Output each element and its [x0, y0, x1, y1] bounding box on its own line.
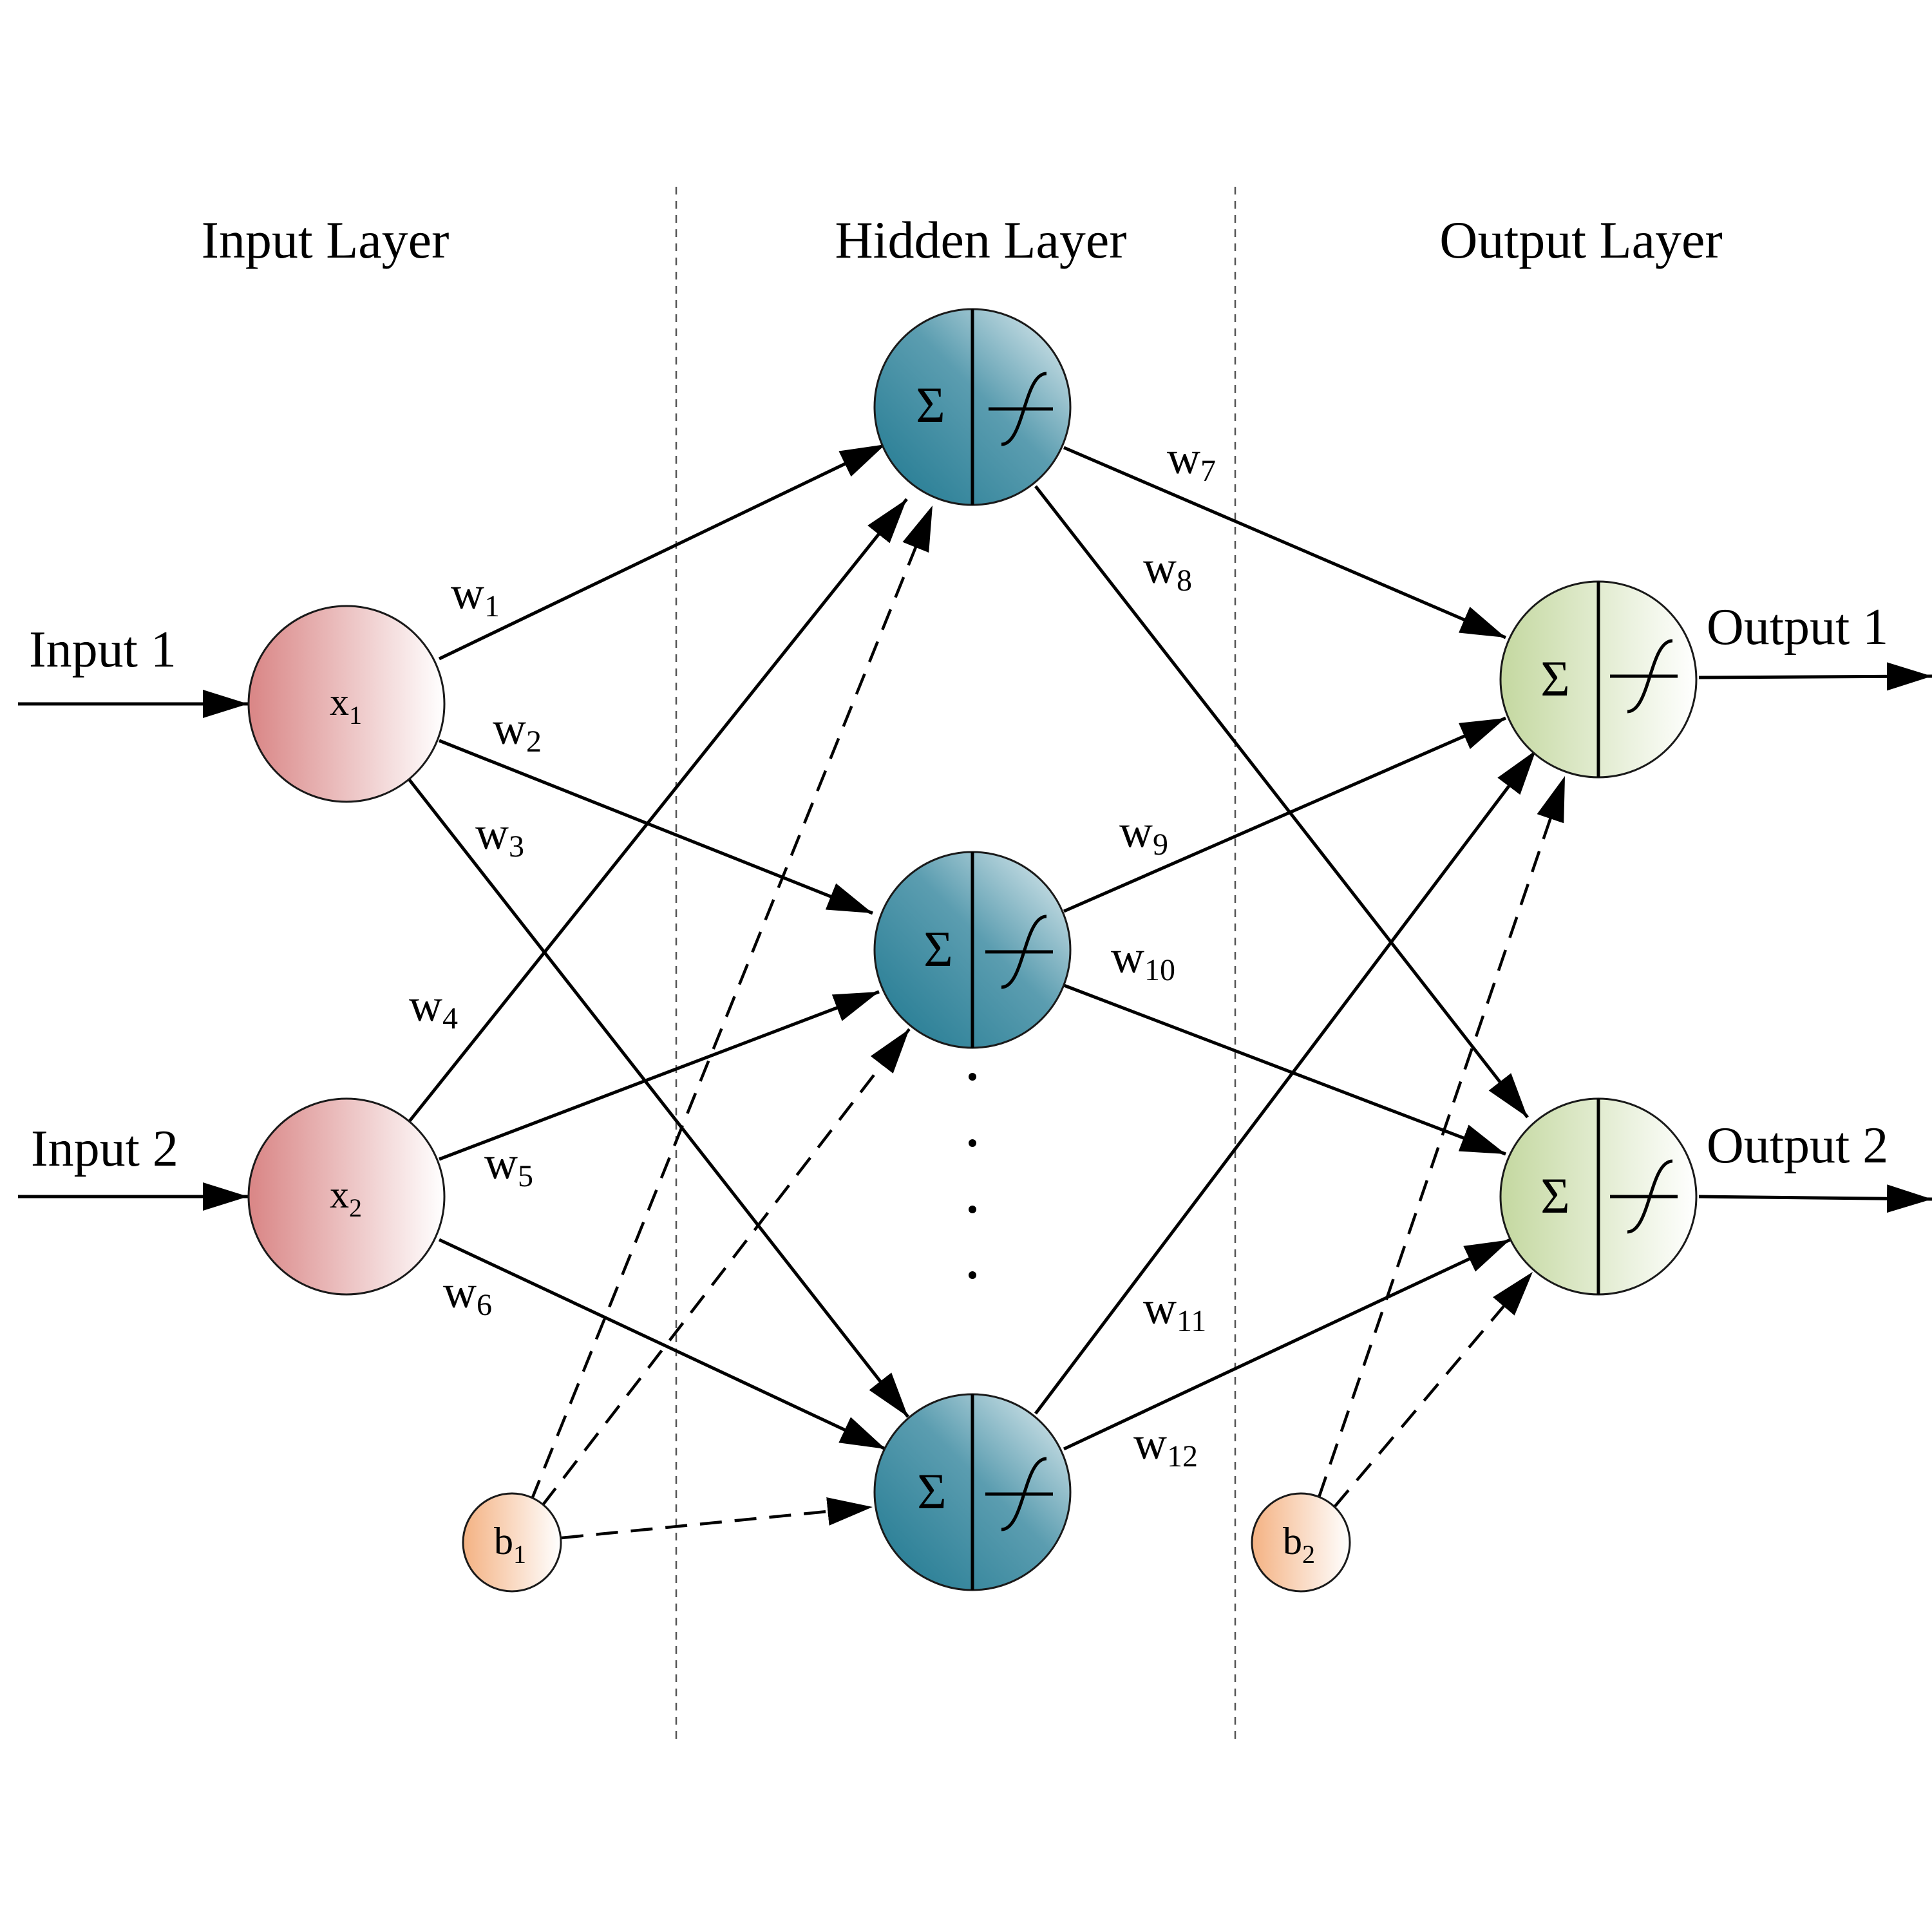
- svg-text:b2: b2: [1283, 1520, 1315, 1569]
- hidden-ellipsis: [969, 1073, 976, 1279]
- edge-x2-h1: [408, 498, 908, 1123]
- edge-h2-o2: [1063, 983, 1506, 1156]
- edge-h1-o2: [1034, 485, 1529, 1119]
- weight-label-w7: w7: [1167, 432, 1216, 488]
- weight-label-w12: w12: [1133, 1417, 1198, 1473]
- weight-label-w3: w3: [475, 808, 524, 864]
- activation-icon: [985, 1457, 1053, 1531]
- output-node-2: Σ: [1499, 1097, 1698, 1296]
- edge-b1-h1: [529, 505, 934, 1501]
- edge-b2-o1: [1317, 775, 1567, 1498]
- output-2-arrow: [1698, 1184, 1932, 1213]
- weight-label-w11: w11: [1143, 1282, 1206, 1338]
- edge-x1-h1: [438, 442, 887, 661]
- edge-b1-h3: [561, 1497, 873, 1540]
- hidden-node-3: Σ: [873, 1393, 1072, 1591]
- sum-icon: Σ: [923, 921, 952, 977]
- sum-icon: Σ: [1540, 650, 1569, 706]
- bias-node-b1: b1: [462, 1492, 562, 1593]
- edge-x2-h3: [438, 1238, 887, 1451]
- input-node-x1: x1: [247, 605, 446, 803]
- edge-h3-o2: [1063, 1238, 1511, 1451]
- svg-text:x2: x2: [330, 1173, 362, 1222]
- hidden-layer-title: Hidden Layer: [835, 211, 1126, 269]
- input-node-x2: x2: [247, 1097, 446, 1296]
- sum-icon: Σ: [1540, 1168, 1569, 1224]
- svg-text:b1: b1: [494, 1520, 526, 1569]
- edge-h1-o1: [1063, 446, 1506, 639]
- svg-text:x1: x1: [330, 681, 362, 730]
- weight-label-w4: w4: [409, 980, 458, 1036]
- edge-h2-o1: [1063, 716, 1507, 913]
- output-1-arrow: [1698, 662, 1932, 691]
- activation-icon: [985, 914, 1053, 989]
- input-2-label: Input 2: [31, 1121, 178, 1177]
- edge-x1-h2: [439, 739, 873, 915]
- weight-label-w10: w10: [1111, 931, 1175, 987]
- edge-b1-h2: [541, 1028, 911, 1507]
- weight-label-w9: w9: [1119, 806, 1168, 862]
- activation-icon: [1610, 639, 1678, 714]
- output-2-label: Output 2: [1707, 1117, 1888, 1174]
- weight-label-w1: w1: [451, 567, 500, 623]
- hidden-node-1: Σ: [873, 308, 1072, 506]
- activation-icon: [989, 372, 1053, 446]
- edge-b2-o2: [1333, 1271, 1534, 1508]
- weight-label-w2: w2: [493, 703, 542, 759]
- output-layer-title: Output Layer: [1439, 211, 1722, 269]
- output-1-label: Output 1: [1707, 599, 1888, 656]
- input-1-label: Input 1: [29, 621, 176, 678]
- sum-icon: Σ: [917, 1463, 946, 1519]
- edge-h3-o1: [1034, 749, 1537, 1415]
- hidden-node-2: Σ: [873, 851, 1072, 1049]
- edge-x1-h3: [408, 778, 909, 1418]
- weight-labels: w1 w2 w3 w4 w5 w6 w7 w8 w9 w10 w11 w12: [409, 432, 1216, 1473]
- input-layer-title: Input Layer: [202, 211, 450, 269]
- weight-label-w6: w6: [443, 1266, 492, 1322]
- bias-node-b2: b2: [1251, 1492, 1351, 1593]
- activation-icon: [1610, 1159, 1678, 1234]
- edge-x2-h2: [439, 990, 880, 1161]
- weight-label-w8: w8: [1143, 542, 1192, 598]
- weight-label-w5: w5: [484, 1137, 533, 1193]
- output-node-1: Σ: [1499, 580, 1698, 779]
- sum-icon: Σ: [916, 377, 945, 433]
